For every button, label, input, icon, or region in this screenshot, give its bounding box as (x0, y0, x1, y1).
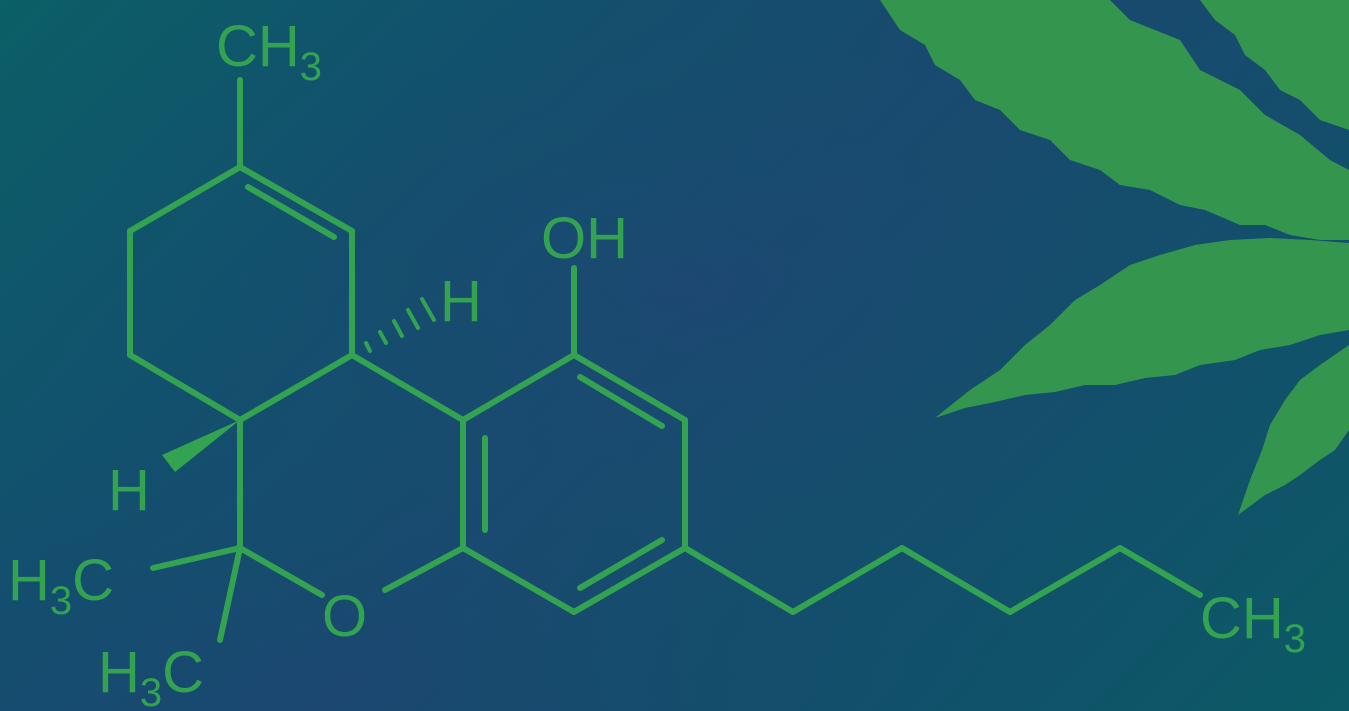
bond-ring2-c (237, 545, 325, 598)
cannabis-leaf-icon (880, 0, 1349, 515)
bond-ring3-double-a (577, 374, 665, 429)
bond-ring1-f (127, 164, 243, 234)
atom-methyl-top: CH3 (216, 14, 322, 89)
bond-ring3-double-b (577, 537, 665, 591)
atom-hydrogen-lower: H (108, 458, 150, 523)
bond-ring3-b (571, 352, 688, 423)
atom-methyl-bottom: H3C (98, 640, 204, 711)
bond-ring1-double (245, 184, 337, 240)
bond-ring1-c (237, 352, 355, 423)
bond-ring3-e (460, 545, 577, 615)
atom-oxygen: O (322, 584, 367, 649)
bond-ring3-d (571, 545, 688, 615)
solid-wedge-bond (162, 420, 240, 472)
bond-ring1-d (127, 352, 243, 423)
bond-ring3-a (460, 352, 577, 423)
bond-methyl-left (150, 545, 243, 571)
hashed-wedge-bond (364, 297, 436, 353)
atom-hydrogen-upper: H (440, 269, 482, 334)
bond-ring1-a (237, 164, 355, 234)
bond-ring2-a (349, 352, 466, 423)
bond-methyl-bottom (217, 545, 243, 643)
molecule-bonds (127, 77, 1203, 643)
bond-pentyl-chain (682, 545, 1203, 615)
bond-ring2-d (382, 545, 466, 593)
atom-methyl-left: H3C (8, 548, 114, 623)
atom-hydroxyl: OH (541, 206, 628, 271)
atom-methyl-chain-end: CH3 (1200, 586, 1306, 661)
